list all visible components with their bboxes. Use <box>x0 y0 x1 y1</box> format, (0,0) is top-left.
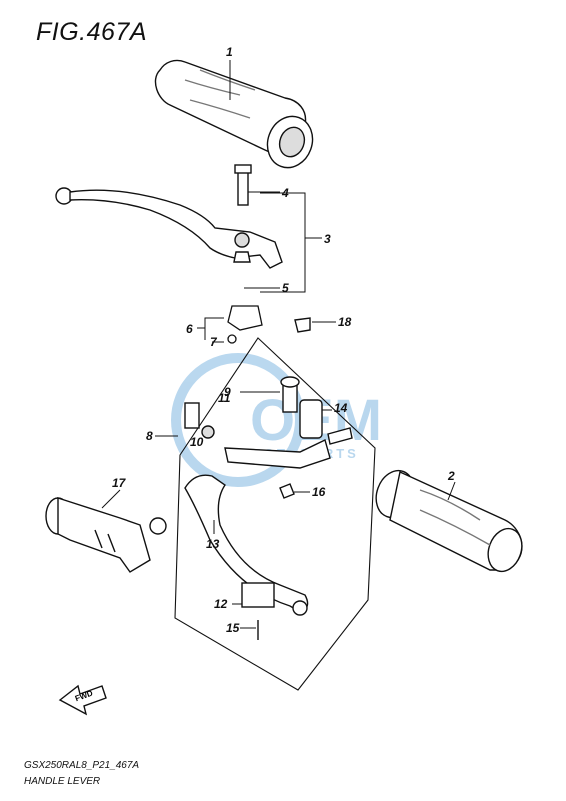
leader-lines <box>101 60 456 629</box>
brake-lever-part <box>184 317 353 640</box>
callout-17: 17 <box>112 476 127 490</box>
switch-housing-part <box>45 497 167 573</box>
callout-10: 10 <box>190 435 204 449</box>
callout-18: 18 <box>338 315 352 329</box>
callout-15: 15 <box>226 621 240 635</box>
callout-9: 9 <box>224 385 231 399</box>
grip-right-part <box>375 469 523 573</box>
callout-2: 2 <box>447 469 455 483</box>
figure-title: FIG.467A <box>36 18 147 46</box>
callout-11: 11 <box>218 391 231 405</box>
callout-13: 13 <box>206 537 220 551</box>
callout-14: 14 <box>334 401 348 415</box>
callout-8: 8 <box>146 429 153 443</box>
fwd-arrow-icon: FWD <box>58 684 107 716</box>
model-code: GSX250RAL8_P21_467A <box>24 760 140 771</box>
callout-3: 3 <box>324 232 331 246</box>
callout-6: 6 <box>186 322 193 336</box>
callout-labels: 1 2 3 4 5 6 7 8 9 10 11 12 13 14 15 16 1… <box>112 45 455 635</box>
brake-assembly-boundary <box>174 337 376 691</box>
section-name: HANDLE LEVER <box>24 776 101 787</box>
callout-12: 12 <box>214 597 228 611</box>
clutch-switch-part <box>227 305 263 344</box>
callout-16: 16 <box>312 485 326 499</box>
callout-7: 7 <box>210 335 218 349</box>
clutch-lever-upper-part <box>55 164 283 269</box>
callout-1: 1 <box>226 45 233 59</box>
grip-left-part <box>154 59 314 169</box>
callout-4: 4 <box>281 186 289 200</box>
callout-5: 5 <box>282 281 289 295</box>
